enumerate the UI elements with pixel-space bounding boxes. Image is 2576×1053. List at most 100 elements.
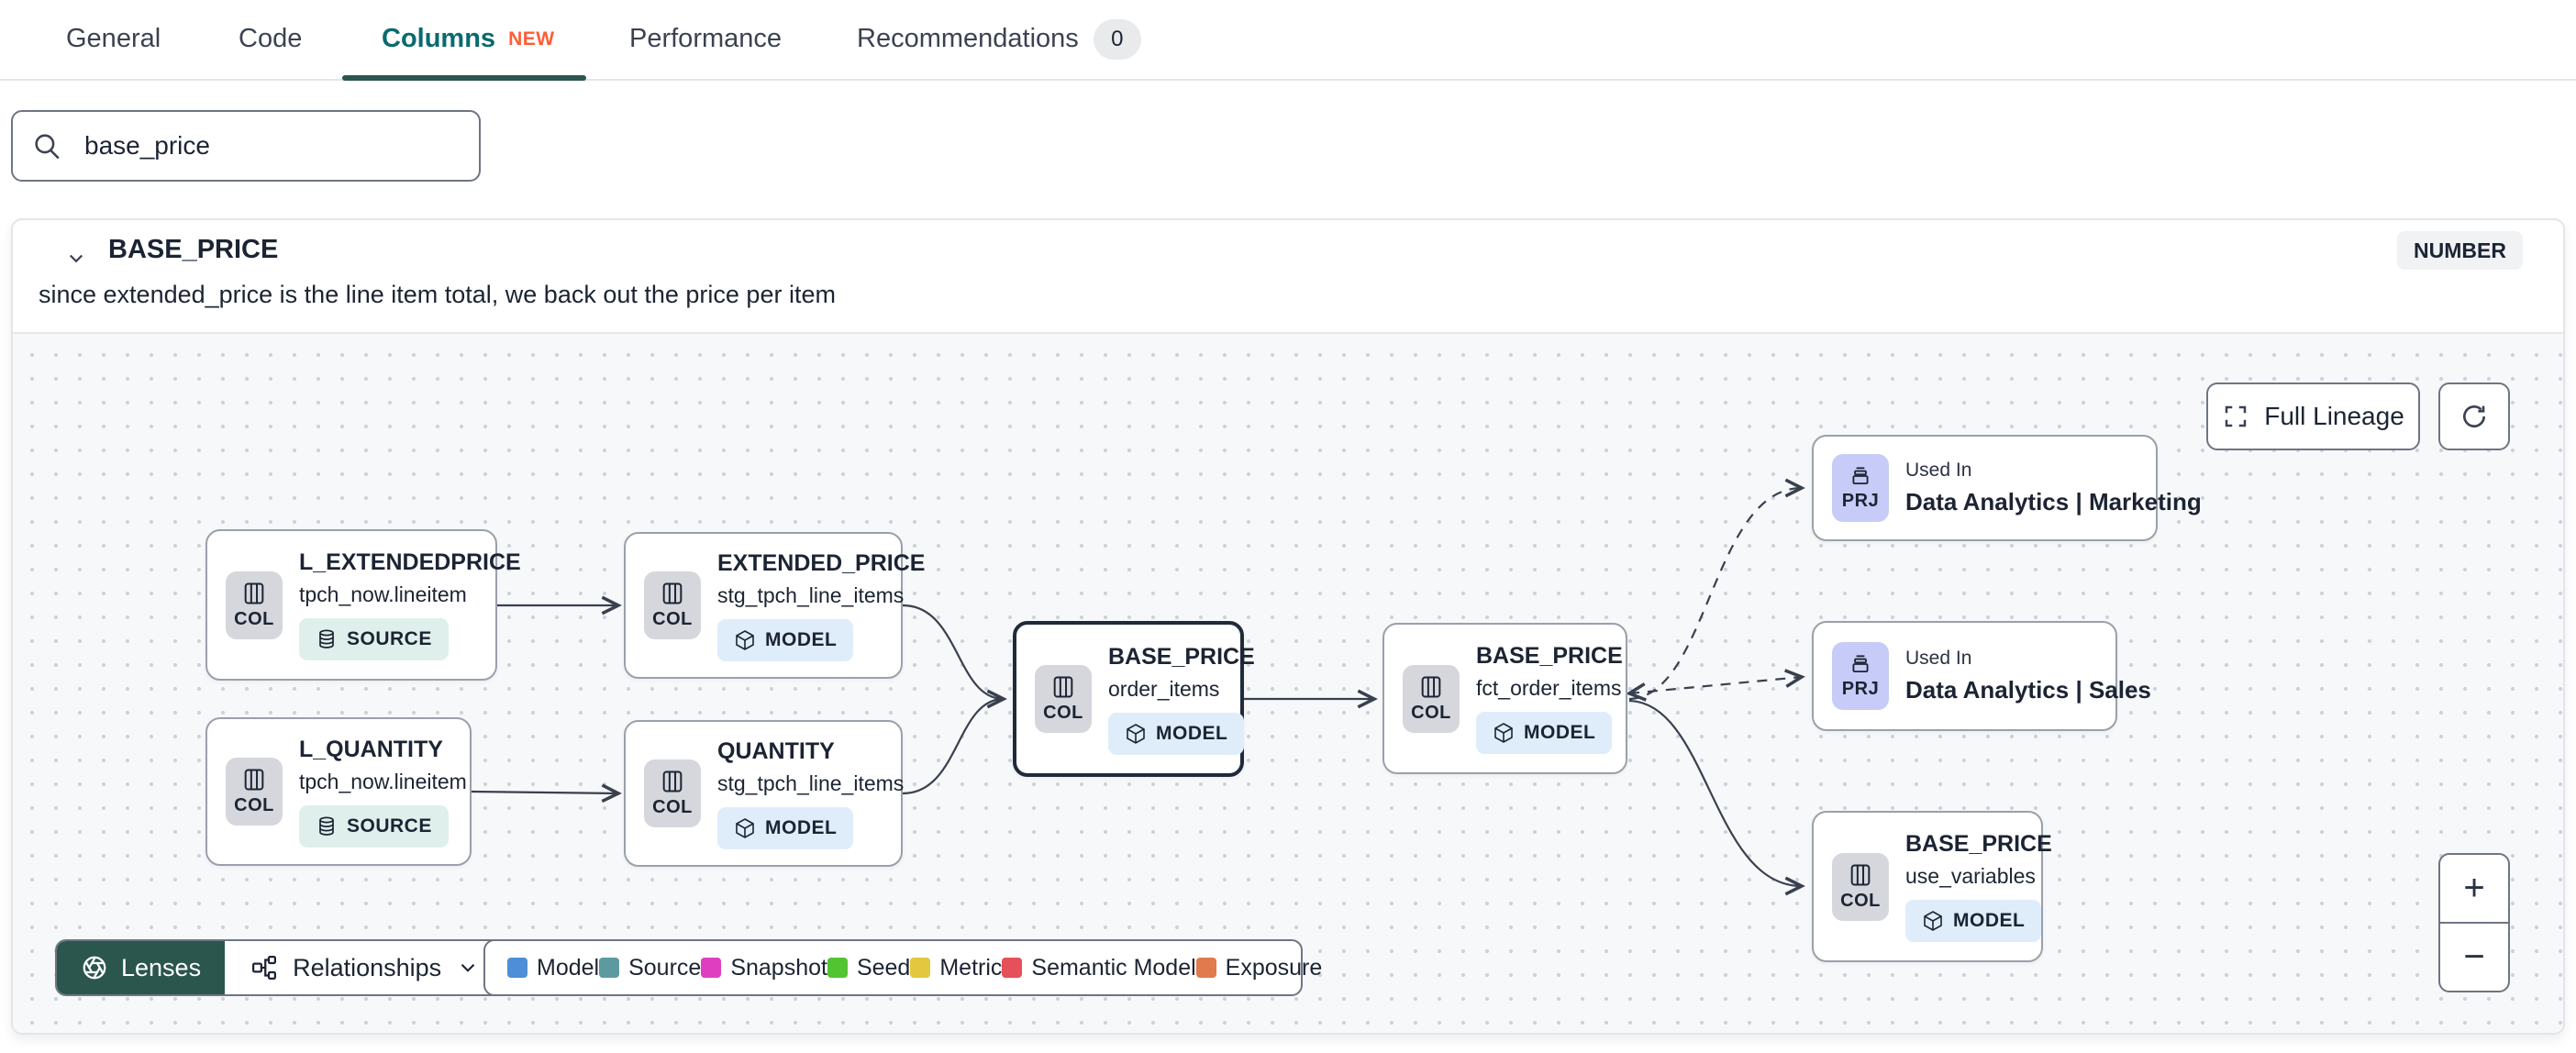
node-text: L_EXTENDEDPRICE tpch_now.lineitem SOURCE [299,549,521,660]
relationships-icon [252,956,277,980]
source-badge: SOURCE [299,618,449,660]
columns-icon [662,770,683,793]
node-text: EXTENDED_PRICE stg_tpch_line_items MODEL [717,550,925,661]
chip-label: COL [652,609,693,629]
zoom-in-button[interactable]: + [2440,855,2508,924]
model-badge: MODEL [1905,900,2042,942]
exposure-swatch [1195,958,1216,978]
column-chip: COL [226,571,283,639]
legend-item-source: Source [599,955,701,981]
badge-label: SOURCE [347,628,432,649]
tab-label: Performance [629,24,783,53]
columns-icon [662,582,683,604]
lineage-node-quantity[interactable]: COL QUANTITY stg_tpch_line_items MODEL [624,720,904,867]
column-chip: COL [226,758,283,826]
lineage-node-l-quantity[interactable]: COL L_QUANTITY tpch_now.lineitem SOURCE [205,717,472,866]
node-title: L_QUANTITY [299,736,443,762]
tab-label: General [66,24,161,53]
chevron-down-icon[interactable] [62,244,90,272]
column-title: BASE_PRICE [108,235,279,264]
lenses-button[interactable]: Lenses [57,941,226,994]
active-tab-underline [342,75,586,81]
lenses-label: Lenses [121,953,202,981]
chip-label: COL [234,795,274,815]
full-lineage-button[interactable]: Full Lineage [2206,382,2420,450]
legend-label: Source [628,954,702,981]
model-swatch [507,958,527,978]
lineage-canvas[interactable]: COL L_EXTENDEDPRICE tpch_now.lineitem SO… [13,332,2563,1033]
legend-item-exposure: Exposure [1195,955,1322,981]
node-text: QUANTITY stg_tpch_line_items MODEL [717,738,904,849]
node-text: L_QUANTITY tpch_now.lineitem SOURCE [299,736,467,848]
lineage-node-base-price-fct-order-items[interactable]: COL BASE_PRICE fct_order_items MODEL [1382,623,1627,774]
node-text: Used In Data Analytics | Marketing [1905,460,2202,516]
column-description: since extended_price is the line item to… [39,281,836,308]
columns-icon [1421,676,1441,697]
archive-icon [1852,467,1869,485]
node-subtitle: use_variables [1905,864,2036,888]
project-chip: PRJ [1832,642,1889,710]
snapshot-swatch [701,958,722,978]
lineage-node-used-in-sales[interactable]: PRJ Used In Data Analytics | Sales [1812,621,2151,731]
source-badge: SOURCE [299,804,449,848]
lineage-node-base-price-order-items[interactable]: COL BASE_PRICE order_items MODEL [1013,621,1255,777]
chip-label: COL [1411,702,1451,723]
node-text: BASE_PRICE use_variables MODEL [1905,831,2052,942]
edge [1628,478,1805,701]
edge [471,783,622,804]
count-badge: 0 [1093,19,1141,60]
badge-label: MODEL [1953,910,2026,931]
column-chip: COL [644,759,701,827]
node-title: L_EXTENDEDPRICE [299,549,521,575]
tab-general[interactable]: General [66,0,161,77]
tab-label: Code [239,24,303,53]
node-title: BASE_PRICE [1108,643,1255,670]
node-subtitle: order_items [1108,676,1220,701]
column-chip: COL [1403,664,1460,733]
legend-item-metric: Metric [910,955,1002,981]
column-chip: COL [1035,665,1092,733]
chip-label: COL [234,608,274,629]
search-input[interactable] [83,130,461,161]
legend-item-snapshot: Snapshot [701,955,827,981]
legend-label: Snapshot [730,954,827,981]
lineage-node-used-in-marketing[interactable]: PRJ Used In Data Analytics | Marketing [1812,435,2202,541]
tab-performance[interactable]: Performance [629,0,782,77]
node-title: EXTENDED_PRICE [717,549,926,576]
edge [1628,699,1805,896]
lineage-node-extended-price[interactable]: COL EXTENDED_PRICE stg_tpch_line_items M… [624,532,925,679]
chip-label: COL [1840,890,1881,911]
zoom-controls: + − [2438,853,2510,992]
columns-icon [1053,676,1073,698]
legend-label: Model [537,954,600,981]
lineage-node-l-extendedprice[interactable]: COL L_EXTENDEDPRICE tpch_now.lineitem SO… [205,529,521,681]
tab-code[interactable]: Code [239,0,302,77]
base-price-panel: BASE_PRICE NUMBER since extended_price i… [11,218,2565,1035]
relationships-dropdown[interactable]: Relationships [225,941,506,994]
column-chip: COL [644,571,701,639]
columns-icon [1850,864,1871,885]
semantic-model-swatch [1002,958,1023,978]
chip-label: COL [652,797,693,817]
model-badge: MODEL [1108,712,1245,755]
lineage-node-base-price-use-variables[interactable]: COL BASE_PRICE use_variables MODEL [1812,811,2052,962]
node-text: Used In Data Analytics | Sales [1905,648,2151,704]
edge [902,604,1007,709]
full-lineage-label: Full Lineage [2264,402,2404,430]
cube-icon [1127,723,1145,744]
new-badge: NEW [508,28,555,50]
archive-icon [1852,655,1869,673]
badge-label: MODEL [1524,722,1596,743]
refresh-button[interactable] [2438,382,2510,450]
model-badge: MODEL [1476,712,1613,754]
chip-label: PRJ [1841,679,1880,699]
relationships-label: Relationships [293,953,442,981]
zoom-out-button[interactable]: − [2463,937,2485,977]
cube-icon [1924,911,1942,931]
node-title: BASE_PRICE [1476,643,1623,669]
legend-label: Semantic Model [1031,954,1196,981]
search-icon [35,134,60,160]
